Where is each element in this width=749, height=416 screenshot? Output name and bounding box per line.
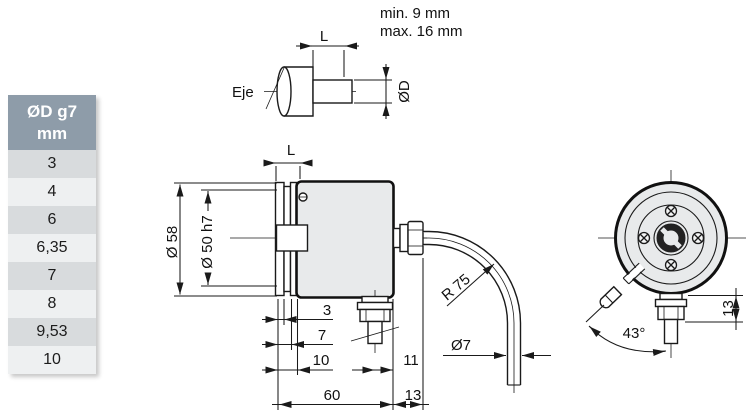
table-header-line2: mm bbox=[36, 123, 68, 143]
cable-gland-front bbox=[654, 292, 688, 345]
dim-10-label: 10 bbox=[313, 352, 330, 369]
pilot-diameter-dimension: Ø 50 h7 bbox=[199, 189, 277, 287]
shaft-body bbox=[265, 66, 353, 117]
dim-60-label: 60 bbox=[324, 387, 341, 404]
cable-end-cap bbox=[599, 285, 623, 309]
table-row: 9,53 bbox=[8, 318, 96, 346]
table-header: ØD g7 mm bbox=[8, 95, 96, 150]
cable bbox=[423, 230, 522, 393]
cable-gland-side bbox=[392, 220, 424, 256]
shaft-diagram: min. 9 mm max. 16 mm Eje L bbox=[232, 5, 463, 119]
front-view-diagram: 43° 13 bbox=[585, 170, 746, 358]
cable-diameter-annotation: Ø7 bbox=[443, 337, 551, 359]
length-dimension-chain: 3 7 10 11 bbox=[262, 258, 429, 410]
side-length-label: L bbox=[287, 142, 295, 159]
shaft-diameter-label: ØD bbox=[396, 80, 413, 103]
shaft-bore bbox=[275, 224, 309, 252]
encoder-body-front bbox=[599, 181, 728, 309]
pilot-diameter-label: Ø 50 h7 bbox=[199, 215, 216, 268]
shaft-axis-label: Eje bbox=[232, 84, 254, 101]
side-view-diagram: L Ø 58 Ø 50 h7 bbox=[164, 142, 551, 410]
gland-angle-dimension: 43° bbox=[585, 304, 667, 356]
shaft-stub bbox=[312, 79, 353, 104]
gland-offset-dimension: 13 bbox=[685, 288, 743, 330]
cable-gland-bottom bbox=[350, 290, 400, 353]
dim-11-label: 11 bbox=[403, 352, 419, 369]
table-row: 8 bbox=[8, 290, 96, 318]
side-length-dimension: L bbox=[263, 142, 313, 181]
shaft-diameter-table: ØD g7 mm 3 4 6 6,35 7 8 9,53 10 bbox=[8, 95, 96, 374]
angled-gland-stub bbox=[622, 262, 646, 285]
table-row: 7 bbox=[8, 262, 96, 290]
table-row: 6 bbox=[8, 206, 96, 234]
outer-diameter-label: Ø 58 bbox=[164, 226, 181, 259]
table-row: 4 bbox=[8, 178, 96, 206]
gland-offset-label: 13 bbox=[720, 300, 737, 317]
shaft-diameter-dimension: ØD bbox=[354, 64, 413, 119]
table-row: 10 bbox=[8, 346, 96, 374]
cable-diameter-label: Ø7 bbox=[451, 337, 471, 354]
dim-13-label: 13 bbox=[405, 387, 422, 404]
shaft-hub bbox=[653, 220, 689, 256]
min-length-note: min. 9 mm bbox=[380, 5, 450, 22]
shaft-length-label: L bbox=[320, 28, 328, 45]
shaft-length-dimension: L bbox=[296, 28, 359, 77]
mounting-screws bbox=[637, 204, 705, 272]
shaft-slot bbox=[656, 223, 686, 253]
table-header-line1: ØD g7 bbox=[26, 102, 78, 122]
outer-diameter-dimension: Ø 58 bbox=[164, 182, 277, 297]
table-row: 3 bbox=[8, 150, 96, 178]
dim-3-label: 3 bbox=[323, 302, 331, 319]
table-row: 6,35 bbox=[8, 234, 96, 262]
gland-angle-label: 43° bbox=[623, 325, 646, 342]
encoder-body-side bbox=[274, 180, 395, 299]
max-length-note: max. 16 mm bbox=[380, 23, 463, 40]
dim-7-label: 7 bbox=[318, 327, 326, 344]
